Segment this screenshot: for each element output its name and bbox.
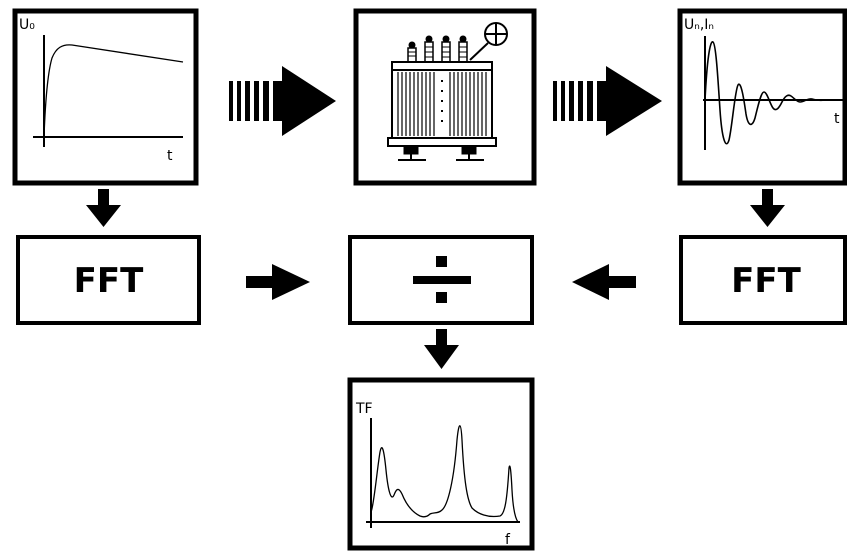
striped-arrow-to-transformer <box>229 66 336 136</box>
response-plot-x-label: t <box>834 111 840 127</box>
divide-symbol <box>413 256 471 303</box>
tf-spectrum-curve <box>370 425 519 523</box>
striped-arrow-to-response <box>553 66 662 136</box>
arrow-left-into-divide <box>572 264 636 300</box>
input-plot-x-label: t <box>167 148 173 164</box>
transfer-function-plot <box>366 418 520 528</box>
arrow-down-left <box>86 189 121 227</box>
bushing-mid-left <box>424 35 434 63</box>
fft-right-box: FFT <box>679 235 847 325</box>
transformer-wheels <box>398 145 484 161</box>
input-voltage-plot <box>33 35 184 147</box>
tf-plot-y-label: TF <box>355 401 373 417</box>
bushing-right <box>458 35 468 63</box>
response-damped-oscillation <box>704 41 830 145</box>
arrow-right-into-divide <box>246 264 310 300</box>
input-plot-y-label: U₀ <box>19 17 35 33</box>
transfer-function-box: TF f <box>347 377 535 551</box>
tf-plot-x-label: f <box>505 532 511 548</box>
bushing-left <box>407 41 417 63</box>
fft-left-label: FFT <box>74 261 144 301</box>
response-plot-y-label: Uₙ,Iₙ <box>684 17 714 33</box>
fft-right-label: FFT <box>731 261 801 301</box>
bushing-mid-right <box>441 35 451 63</box>
fft-left-box: FFT <box>16 235 201 325</box>
cooling-fins <box>397 72 487 136</box>
arrow-down-right <box>750 189 785 227</box>
response-box: Uₙ,Iₙ t <box>677 8 847 186</box>
input-voltage-box: U₀ t <box>12 8 199 186</box>
input-voltage-curve <box>43 44 184 138</box>
divide-box <box>348 235 534 325</box>
transformer-icon <box>387 22 508 161</box>
transformer-box <box>353 8 537 186</box>
response-plot <box>703 36 843 150</box>
arrow-down-center <box>424 329 459 369</box>
